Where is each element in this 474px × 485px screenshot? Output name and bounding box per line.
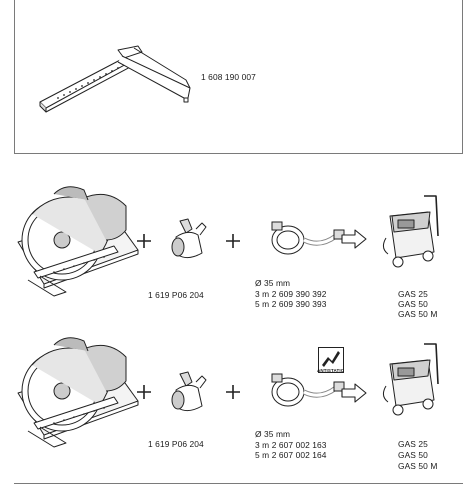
plus-icon bbox=[226, 234, 240, 248]
hose-icon bbox=[271, 221, 345, 255]
dust-adapter-icon bbox=[171, 218, 207, 259]
frame-left-border bbox=[14, 0, 15, 153]
hose-line-5m: 5 m 2 607 002 164 bbox=[255, 450, 327, 460]
adapter-part-number: 1 619 P06 204 bbox=[148, 290, 204, 300]
vacuum-model: GAS 50 bbox=[398, 299, 428, 309]
hose-line-3m: 3 m 2 607 002 163 bbox=[255, 440, 327, 450]
vacuum-model: GAS 50 M bbox=[398, 461, 438, 471]
frame-right-border bbox=[462, 0, 463, 153]
hose-line-3m: 3 m 2 609 390 392 bbox=[255, 289, 327, 299]
vacuum-model: GAS 50 bbox=[398, 450, 428, 460]
vacuum-cleaner-icon bbox=[382, 195, 439, 268]
hose-line-5m: 5 m 2 609 390 393 bbox=[255, 299, 327, 309]
plus-icon bbox=[137, 385, 151, 399]
vacuum-cleaner-icon bbox=[382, 343, 439, 416]
antistatic-label: ANTISTATIC bbox=[317, 368, 345, 373]
plus-icon bbox=[137, 234, 151, 248]
vacuum-model: GAS 25 bbox=[398, 289, 428, 299]
adapter-part-number: 1 619 P06 204 bbox=[148, 439, 204, 449]
arrow-right-icon bbox=[341, 383, 367, 403]
dust-adapter-icon bbox=[171, 371, 207, 412]
frame-bottom-border bbox=[14, 483, 463, 484]
vacuum-model: GAS 50 M bbox=[398, 309, 438, 319]
guide-rail-icon bbox=[39, 45, 191, 113]
plus-icon bbox=[226, 385, 240, 399]
circular-saw-icon bbox=[17, 337, 139, 448]
vacuum-model: GAS 25 bbox=[398, 439, 428, 449]
hose-diameter: Ø 35 mm bbox=[255, 429, 291, 439]
antistatic-symbol-icon bbox=[318, 347, 344, 373]
circular-saw-icon bbox=[17, 186, 139, 297]
section-divider bbox=[14, 153, 463, 154]
hose-icon bbox=[271, 373, 345, 407]
hose-diameter: Ø 35 mm bbox=[255, 278, 291, 288]
arrow-right-icon bbox=[341, 229, 367, 249]
guide-rail-part-number: 1 608 190 007 bbox=[201, 72, 256, 82]
